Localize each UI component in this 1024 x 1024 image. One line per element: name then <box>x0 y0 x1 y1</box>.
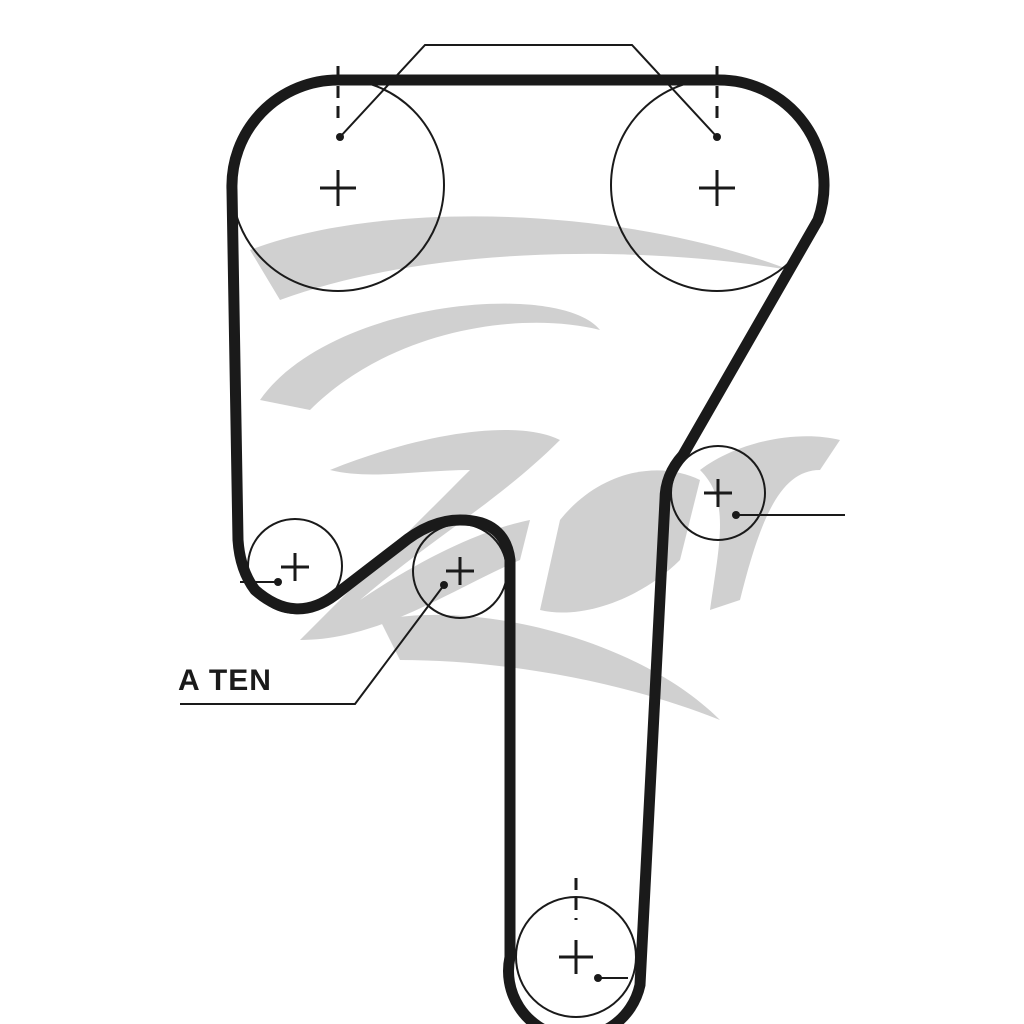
watermark-swoosh-top <box>250 216 790 300</box>
pulley-centers <box>281 170 735 974</box>
timing-marks <box>336 66 719 920</box>
leader-tensioner <box>180 584 445 705</box>
leader-lines <box>180 44 845 979</box>
timing-belt <box>226 74 830 1024</box>
idler-right-pulley <box>670 445 766 541</box>
leader-cam-bracket <box>339 44 718 138</box>
cross-icon <box>446 557 474 585</box>
watermark-arc-low <box>380 614 720 720</box>
cross-icon <box>704 479 732 507</box>
watermark-letter-t <box>700 436 840 610</box>
watermark-swoosh-mid <box>260 303 600 410</box>
watermark-letter-a <box>540 470 700 613</box>
leader-dots <box>274 133 740 982</box>
cross-icon <box>559 940 593 974</box>
cross-icon <box>320 170 356 206</box>
cross-icon <box>281 553 309 581</box>
tensioner-label: A TEN <box>178 664 272 697</box>
cross-icon <box>699 170 735 206</box>
